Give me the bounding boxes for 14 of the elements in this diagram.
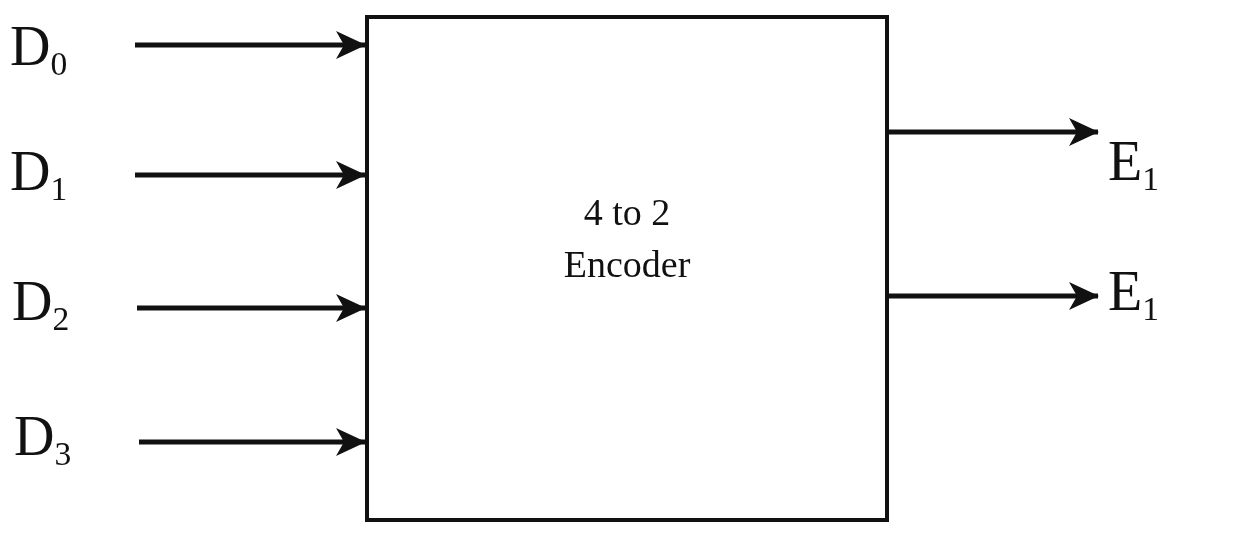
arrow xyxy=(137,294,366,322)
arrow xyxy=(135,31,366,59)
arrow xyxy=(139,428,366,456)
arrow xyxy=(889,282,1099,310)
encoder-block xyxy=(365,15,889,522)
arrow xyxy=(889,118,1099,146)
signal-label: E$_{1}$ xyxy=(1108,133,1159,196)
signal-label: D$_{2}$ xyxy=(12,273,70,336)
signal-label: D$_{3}$ xyxy=(14,408,72,471)
block-title: 4 to 2 Encoder xyxy=(562,190,692,287)
signal-label: D$_{0}$ xyxy=(10,18,68,81)
signal-label: D$_{1}$ xyxy=(10,143,68,206)
arrow xyxy=(135,161,366,189)
signal-label: E$_{1}$ xyxy=(1108,263,1159,326)
